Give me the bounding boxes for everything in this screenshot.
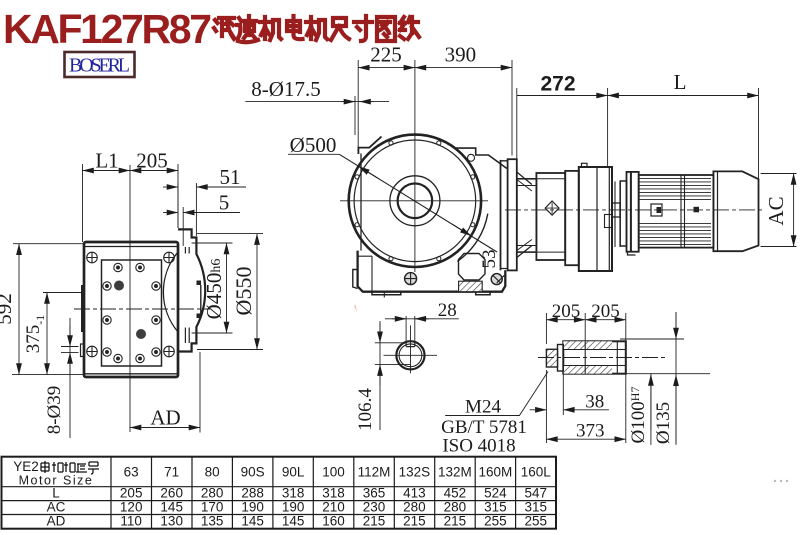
svg-text:215: 215 [363,513,386,528]
svg-text:145: 145 [160,499,183,514]
svg-text:205: 205 [136,149,168,173]
svg-text:205: 205 [120,486,143,501]
svg-text:53: 53 [479,250,500,269]
svg-text:63: 63 [124,465,139,480]
svg-text:110: 110 [120,513,142,528]
svg-text:80: 80 [205,465,220,480]
svg-text:28: 28 [438,300,457,321]
svg-text:315: 315 [525,499,548,514]
svg-text:215: 215 [444,513,467,528]
svg-text:280: 280 [201,486,224,501]
svg-text:BOSERL: BOSERL [69,55,130,77]
svg-text:132S: 132S [399,465,431,480]
svg-text:375-1: 375-1 [23,315,47,354]
svg-text:205: 205 [552,301,581,322]
svg-text:AC: AC [47,499,66,514]
svg-text:Motor Size: Motor Size [19,474,94,488]
svg-text:390: 390 [445,43,477,67]
svg-text:106.4: 106.4 [355,388,376,431]
svg-text:145: 145 [241,513,264,528]
svg-text:120: 120 [120,499,143,514]
svg-text:Ø100H7: Ø100H7 [628,387,649,444]
svg-text:AD: AD [47,513,66,528]
svg-text:280: 280 [444,499,467,514]
svg-text:AD: AD [150,406,180,430]
svg-text:205: 205 [591,301,620,322]
svg-text:L1: L1 [95,149,118,173]
svg-text:365: 365 [363,486,386,501]
svg-text:318: 318 [322,486,345,501]
svg-text:8-Ø39: 8-Ø39 [44,386,65,435]
svg-text:315: 315 [484,499,507,514]
svg-text:190: 190 [241,499,264,514]
svg-text:5: 5 [219,191,230,215]
svg-text:ISO 4018: ISO 4018 [442,436,515,457]
svg-text:524: 524 [484,486,507,501]
svg-text:210: 210 [322,499,345,514]
svg-text:318: 318 [282,486,305,501]
svg-text:135: 135 [201,513,224,528]
svg-text:M24: M24 [465,397,501,418]
svg-text:160M: 160M [479,465,513,480]
svg-text:Ø500: Ø500 [290,133,337,157]
svg-text:GB/T 5781: GB/T 5781 [441,417,527,438]
svg-text:190: 190 [282,499,305,514]
svg-text:413: 413 [403,486,426,501]
svg-text:KAF127R87: KAF127R87 [3,6,212,52]
svg-text:145: 145 [282,513,305,528]
svg-text:160L: 160L [521,465,552,480]
svg-text:132M: 132M [438,465,472,480]
svg-text:170: 170 [201,499,224,514]
svg-text:280: 280 [403,499,426,514]
svg-text:260: 260 [160,486,183,501]
svg-text:AC: AC [764,196,788,225]
svg-text:90L: 90L [282,465,305,480]
svg-text:Ø550: Ø550 [231,267,256,316]
svg-text:L: L [52,486,60,501]
svg-text:272: 272 [540,73,575,96]
svg-text:YE2: YE2 [13,459,39,474]
svg-text:452: 452 [444,486,467,501]
svg-text:373: 373 [576,420,605,441]
svg-text:38: 38 [585,392,604,413]
svg-text:215: 215 [403,513,426,528]
svg-text:Ø450h6: Ø450h6 [202,259,226,320]
svg-text:230: 230 [363,499,386,514]
svg-text:8-Ø17.5: 8-Ø17.5 [251,77,320,101]
svg-text:130: 130 [160,513,183,528]
svg-text:90S: 90S [241,465,265,480]
svg-text:71: 71 [164,465,179,480]
svg-text:L: L [674,70,687,94]
svg-text:255: 255 [484,513,507,528]
svg-text:Ø135: Ø135 [653,402,674,444]
svg-text:51: 51 [220,165,241,189]
svg-text:592: 592 [0,293,16,325]
svg-text:547: 547 [525,486,548,501]
svg-text:288: 288 [241,486,264,501]
svg-text:160: 160 [322,513,345,528]
svg-text:112M: 112M [358,465,391,480]
svg-text:255: 255 [525,513,548,528]
svg-text:225: 225 [370,43,402,67]
svg-text:100: 100 [322,465,345,480]
